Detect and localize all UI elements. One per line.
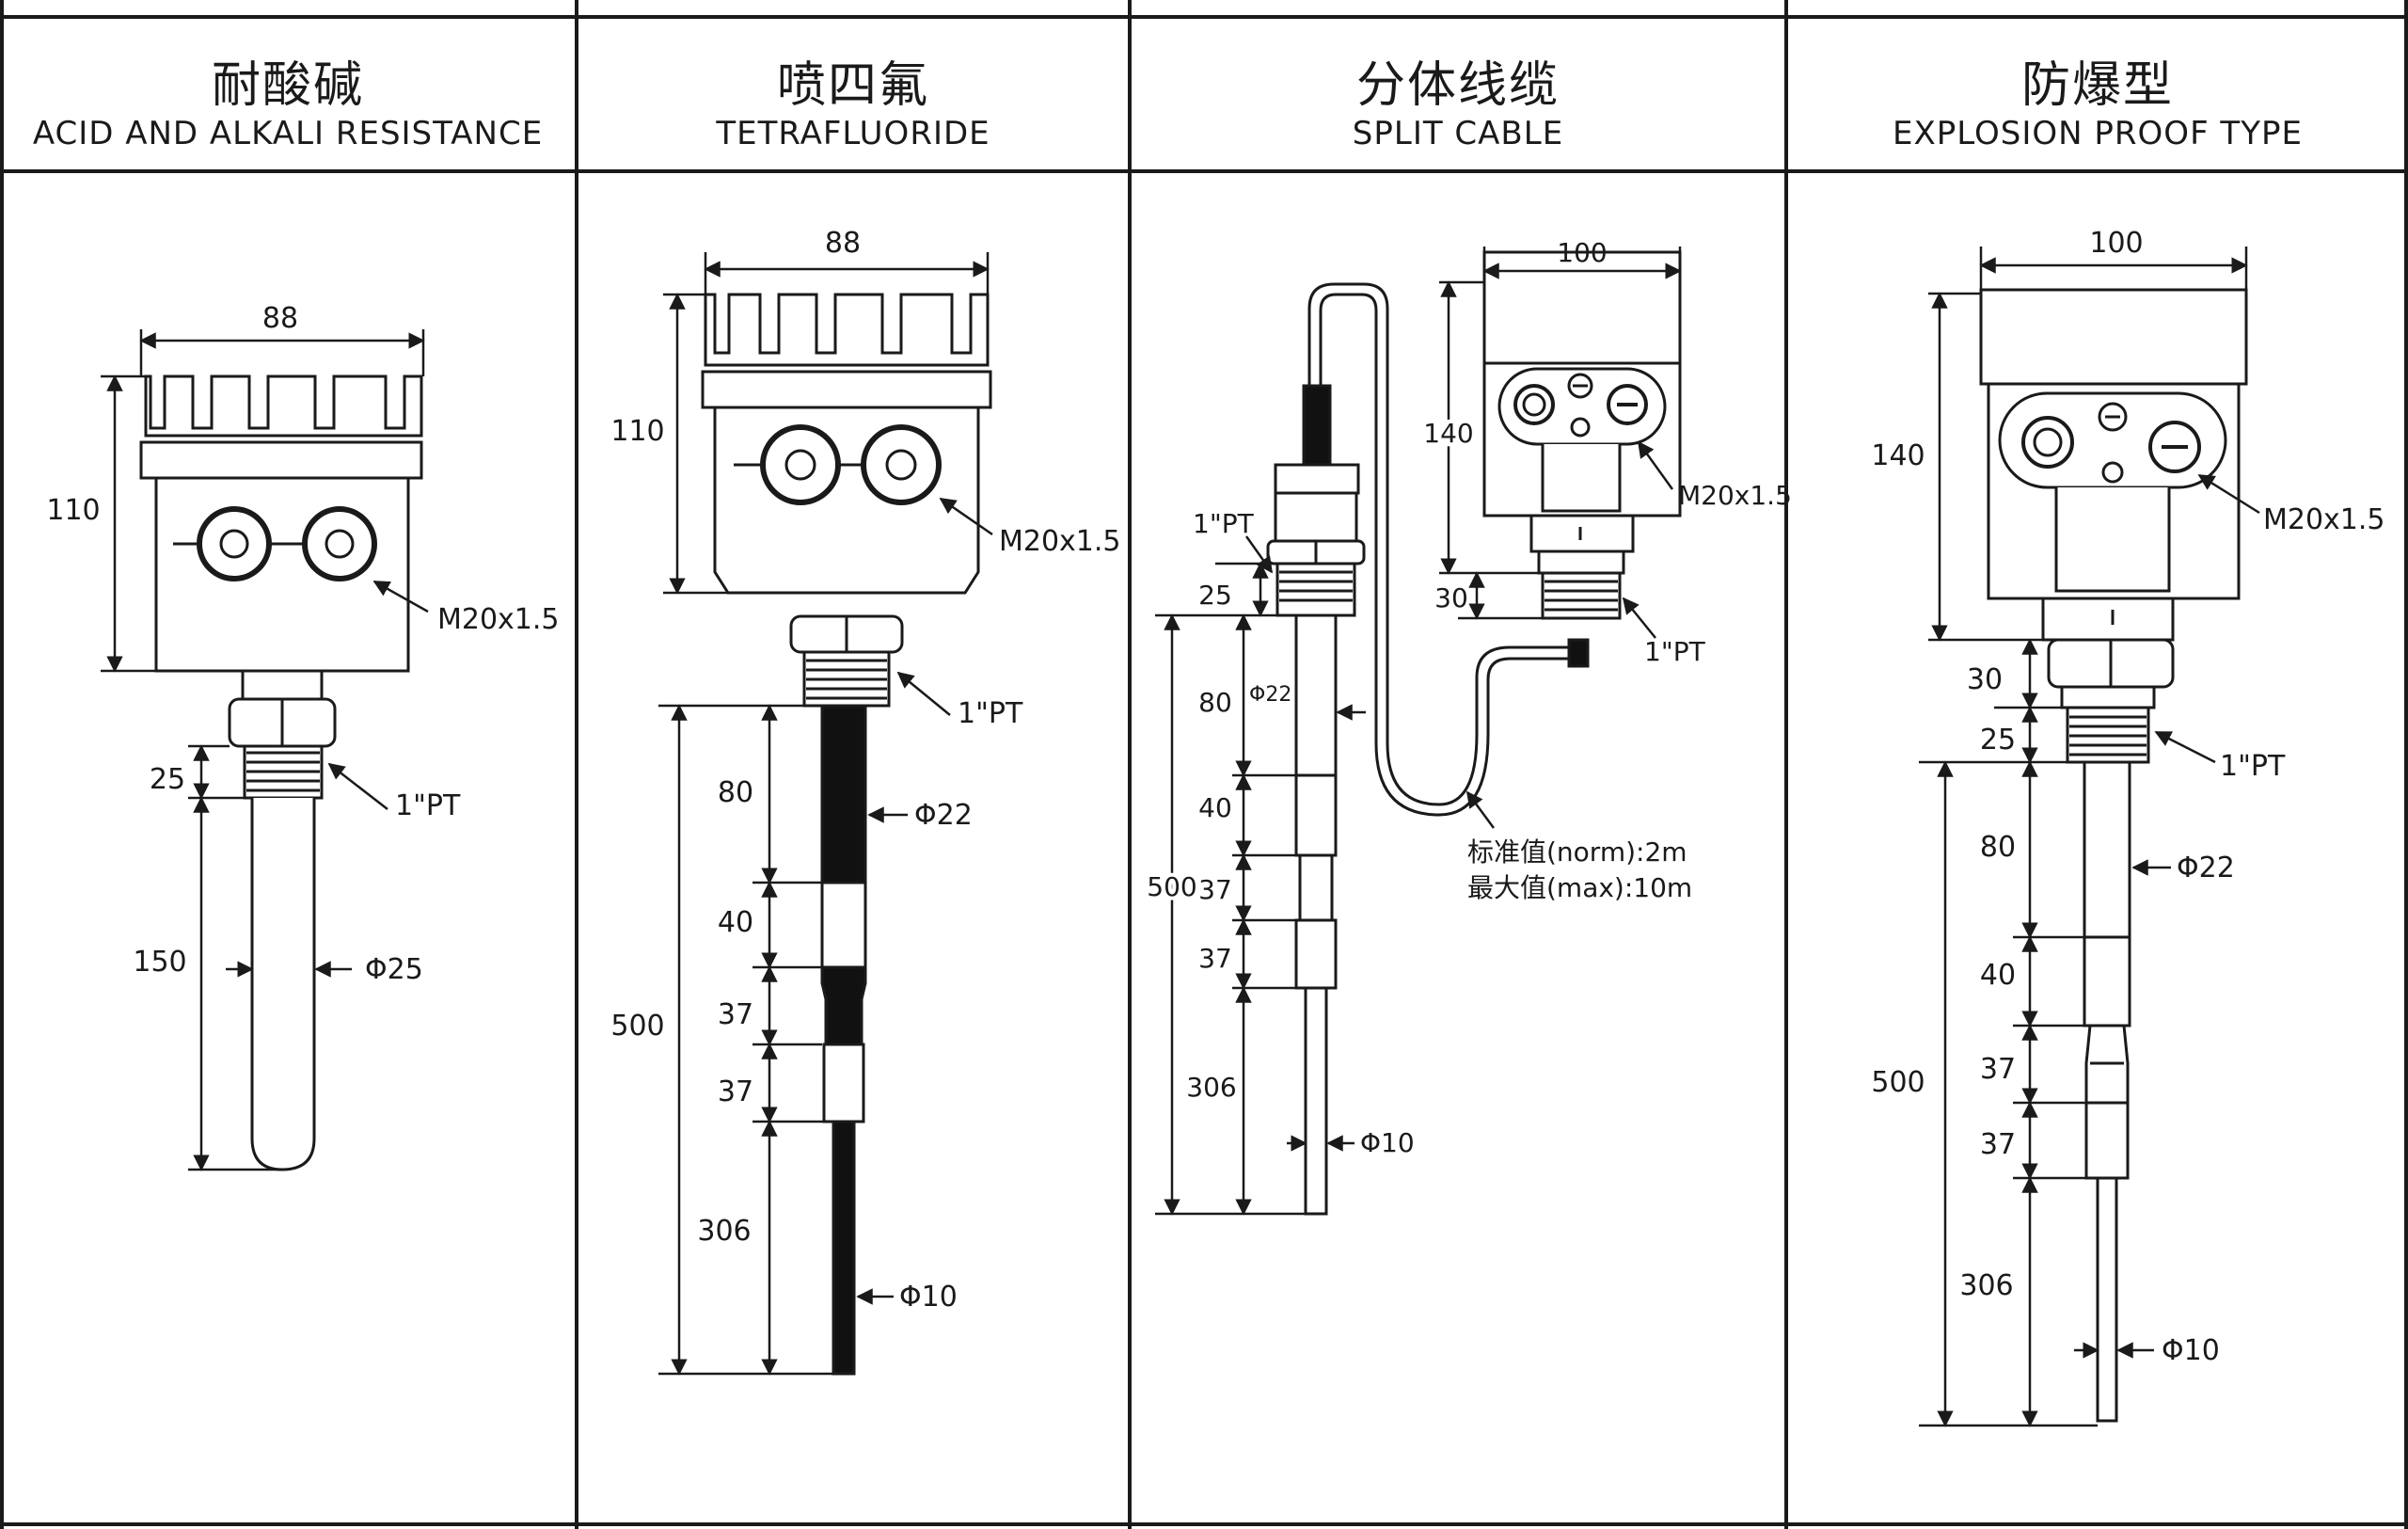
dim-s2: 40: [1980, 959, 2016, 992]
dim-s4: 37: [1980, 1128, 2016, 1161]
dim-total: 500: [1871, 1066, 1925, 1099]
dim-s3: 37: [1198, 874, 1232, 905]
label-port: M20x1.5: [2263, 503, 2385, 536]
dim-s4: 37: [718, 1075, 753, 1108]
title-en: SPLIT CABLE: [1352, 115, 1564, 152]
dim-height: 140: [1423, 418, 1473, 449]
dim-diameter: Φ25: [365, 953, 423, 986]
label-port: M20x1.5: [437, 603, 560, 636]
title-zh: 防爆型: [2020, 57, 2174, 114]
split-drawing: [1155, 247, 1682, 1216]
dim-total: 500: [610, 1010, 664, 1043]
cable-norm-length: 标准值(norm):2m: [1467, 836, 1687, 868]
tetra-labels: 88 110 500 80 40 37 37 306 Φ22 Φ10 M20x1…: [610, 227, 1120, 1314]
title-en: TETRAFLUORIDE: [716, 115, 990, 152]
dim-diameter-1: Φ22: [914, 799, 973, 832]
header-acid: 耐酸碱 ACID AND ALKALI RESISTANCE: [0, 17, 576, 171]
ex-labels: 100 140 30 25 500 80 40 37 37 306 Φ22 Φ1…: [1871, 227, 2384, 1367]
cable-max-length: 最大值(max):10m: [1467, 872, 1692, 903]
title-zh: 喷四氟: [776, 57, 929, 114]
title-zh: 耐酸碱: [211, 57, 364, 114]
header-tetra: 喷四氟 TETRAFLUORIDE: [578, 17, 1129, 171]
dim-width: 100: [2089, 227, 2143, 260]
dim-s1: 80: [1980, 831, 2016, 864]
acid-labels: 88 110 25 150 Φ25 M20x1.5 1"PT: [46, 302, 559, 986]
dim-s5: 306: [1186, 1072, 1236, 1103]
dim-height: 110: [610, 415, 664, 448]
acid-drawing: [101, 329, 429, 1171]
dim-s2: 40: [1198, 792, 1232, 823]
dim-total: 500: [1147, 871, 1196, 902]
label-pt: 1"PT: [395, 789, 461, 822]
dim-width: 88: [262, 302, 298, 335]
ex-drawing: [1919, 247, 2260, 1427]
dim-diameter-2: Φ10: [899, 1281, 958, 1314]
dim-s1: 80: [718, 776, 753, 809]
split-labels: 100 140 30 25 500 80 40 37 37 306 Φ22 Φ1…: [1143, 237, 1792, 1158]
header-ex: 防爆型 EXPLOSION PROOF TYPE: [1787, 17, 2408, 171]
dim-height: 140: [1871, 439, 1925, 472]
dim-width: 100: [1557, 237, 1607, 268]
title-zh: 分体线缆: [1355, 57, 1560, 114]
label-port: M20x1.5: [999, 525, 1121, 558]
dim-diameter-1: Φ22: [1249, 683, 1291, 707]
label-pt-top: 1"PT: [1193, 508, 1255, 539]
dim-nut: 30: [1967, 663, 2003, 696]
dim-height: 110: [46, 494, 100, 527]
label-port: M20x1.5: [1678, 480, 1792, 511]
dim-diameter-1: Φ22: [2177, 852, 2235, 884]
dim-width: 88: [825, 227, 861, 260]
dim-thread: 25: [1198, 580, 1232, 611]
dim-s2: 40: [718, 906, 753, 939]
label-pt: 1"PT: [2220, 750, 2286, 783]
dim-diameter-2: Φ10: [2162, 1334, 2220, 1367]
title-en: EXPLOSION PROOF TYPE: [1893, 115, 2303, 152]
label-pt-bottom: 1"PT: [1644, 636, 1706, 667]
dim-thread: 25: [1980, 724, 2016, 757]
dim-thread: 25: [150, 763, 185, 796]
tetra-drawing: [658, 252, 993, 1376]
dim-s5: 306: [1959, 1269, 2013, 1302]
dim-s5: 306: [697, 1215, 751, 1248]
dim-s3: 37: [1980, 1053, 2016, 1086]
dim-s4: 37: [1198, 943, 1232, 974]
title-en: ACID AND ALKALI RESISTANCE: [32, 115, 544, 152]
label-pt: 1"PT: [958, 697, 1023, 730]
dim-diameter-2: Φ10: [1360, 1127, 1415, 1158]
header-split: 分体线缆 SPLIT CABLE: [1131, 17, 1785, 171]
dim-probe: 150: [133, 946, 186, 979]
dim-s3: 37: [718, 998, 753, 1031]
dim-s1: 80: [1198, 687, 1232, 718]
dim-nut: 30: [1434, 582, 1468, 613]
